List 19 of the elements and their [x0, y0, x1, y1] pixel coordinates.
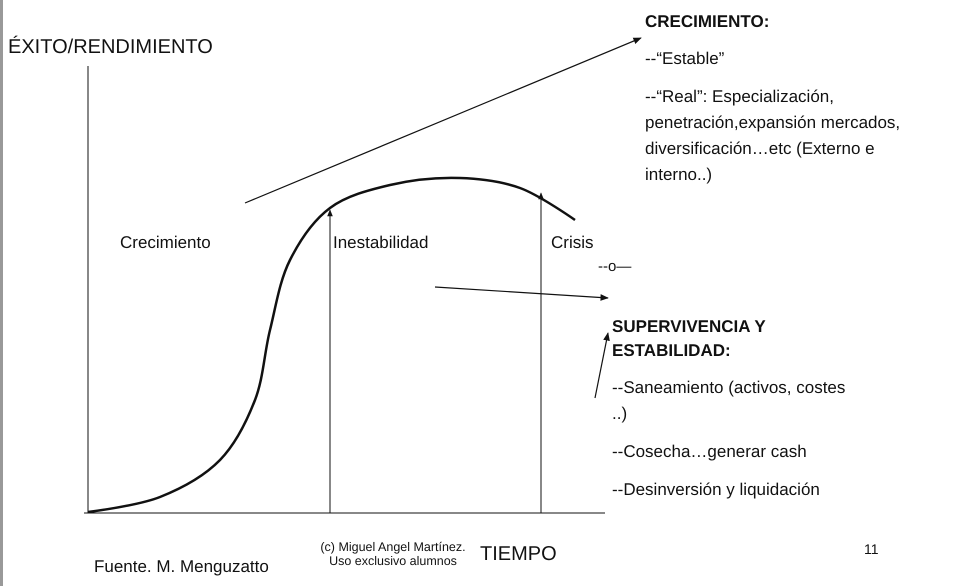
- arrow: [434, 286, 609, 301]
- arrow: [594, 332, 610, 398]
- list-item: --Saneamiento (activos, costes ..): [612, 377, 846, 425]
- arrow: [244, 37, 642, 204]
- separator: --o—: [598, 258, 632, 275]
- section-heading: CRECIMIENTO:: [645, 11, 770, 33]
- phase-label: Crecimiento: [120, 233, 211, 253]
- list-item: --Cosecha…generar cash: [612, 441, 808, 463]
- phase-label: Crisis: [551, 233, 594, 253]
- list-item: --“Real”: Especialización, penetración,expansión mercados, diversificación…etc (Externo e interno..): [645, 86, 902, 186]
- page-number: 11: [864, 541, 879, 557]
- axis-label: TIEMPO: [480, 543, 557, 566]
- list-item: --“Estable”: [645, 48, 726, 70]
- source-note: Fuente. M. Menguzatto: [94, 557, 269, 577]
- copyright-note: (c) Miguel Angel Martínez. Uso exclusivo alumnos: [319, 540, 467, 568]
- list-item: --Desinversión y liquidación: [612, 479, 821, 501]
- section-heading: SUPERVIVENCIA Y ESTABILIDAD:: [612, 316, 766, 362]
- phase-label: Inestabilidad: [333, 233, 428, 253]
- axis-label: ÉXITO/RENDIMIENTO: [8, 36, 213, 59]
